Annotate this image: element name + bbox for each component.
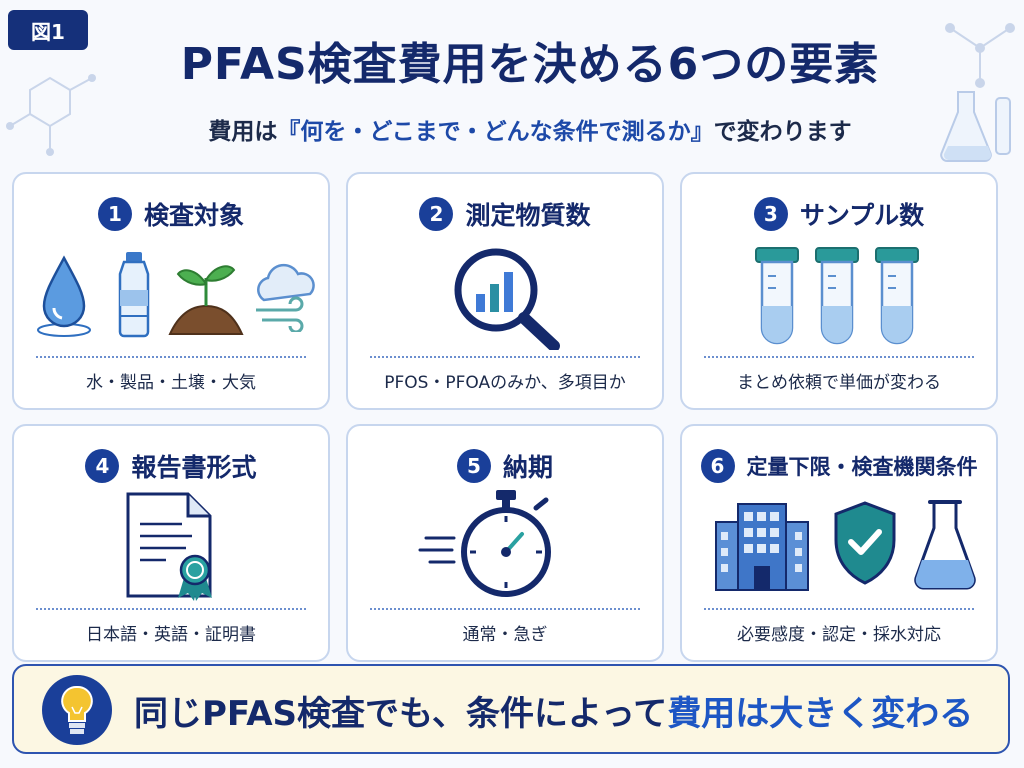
card-title: サンプル数 bbox=[799, 201, 925, 230]
subtitle-highlight: 『何を・どこまで・どんな条件で測るか』 bbox=[277, 119, 714, 145]
lightbulb-icon bbox=[61, 685, 93, 734]
card-title: 定量下限・検査機関条件 bbox=[746, 455, 978, 479]
card-divider bbox=[36, 356, 306, 358]
card-divider bbox=[704, 608, 974, 610]
card-divider bbox=[370, 356, 640, 358]
card-number-badge: 1 bbox=[97, 197, 132, 231]
factor-card-report-format: 4 報告書形式 日本語・英語・証明書 bbox=[12, 424, 330, 662]
subtitle-suffix: で変わります bbox=[713, 119, 852, 145]
figure-label: 図1 bbox=[8, 10, 88, 50]
subtitle-prefix: 費用は bbox=[208, 119, 278, 145]
certificate-document-icon bbox=[126, 492, 212, 601]
conclusion-prefix: 同じPFAS検査でも、条件によって bbox=[134, 693, 668, 734]
card-number-badge: 3 bbox=[753, 197, 788, 231]
card-icons bbox=[14, 246, 328, 346]
card-header: 5 納期 bbox=[348, 446, 662, 486]
soil-sprout-icon bbox=[168, 265, 244, 335]
molecule-decoration-right bbox=[945, 23, 1015, 88]
card-number-badge: 2 bbox=[419, 197, 454, 231]
page-title: PFAS検査費用を決める6つの要素 bbox=[180, 39, 880, 90]
test-tube-icon bbox=[815, 247, 859, 345]
stopwatch-icon bbox=[418, 490, 551, 597]
card-number-badge: 5 bbox=[456, 449, 491, 483]
card-divider bbox=[370, 608, 640, 610]
card-icons bbox=[682, 246, 996, 346]
shield-check-icon bbox=[834, 501, 896, 585]
test-tube-icon bbox=[875, 247, 919, 345]
card-icons bbox=[14, 492, 328, 601]
card-divider bbox=[36, 608, 306, 610]
card-number-badge: 6 bbox=[700, 449, 735, 483]
page-subtitle: 費用は『何を・どこまで・どんな条件で測るか』で変わります bbox=[120, 112, 940, 146]
factor-card-substance-count: 2 測定物質数 PFOS・PFOAのみか、多項目か bbox=[346, 172, 664, 410]
card-header: 3 サンプル数 bbox=[682, 194, 996, 234]
plastic-bottle-icon bbox=[118, 252, 150, 338]
card-icons bbox=[348, 246, 662, 350]
card-footer: 日本語・英語・証明書 bbox=[86, 625, 256, 645]
card-number-badge: 4 bbox=[85, 449, 120, 483]
card-header: 1 検査対象 bbox=[14, 194, 328, 234]
card-title: 報告書形式 bbox=[131, 453, 257, 482]
card-header: 2 測定物質数 bbox=[348, 194, 662, 234]
card-icons bbox=[682, 498, 996, 598]
card-header: 4 報告書形式 bbox=[14, 446, 328, 486]
flask-decoration bbox=[940, 91, 1011, 162]
conclusion-highlight: 費用は大きく変わる bbox=[667, 693, 974, 734]
factor-card-inspection-target: 1 検査対象 水・製品・土壌・大気 bbox=[12, 172, 330, 410]
card-title: 納期 bbox=[502, 453, 553, 482]
card-title: 検査対象 bbox=[143, 201, 244, 230]
conclusion-text: 同じPFAS検査でも、条件によって費用は大きく変わる bbox=[134, 680, 973, 740]
card-title: 測定物質数 bbox=[465, 201, 591, 230]
test-tube-icon bbox=[755, 247, 799, 345]
factor-card-sample-count: 3 サンプル数 まとめ依頼で単価が変わる bbox=[680, 172, 998, 410]
flask-icon bbox=[914, 500, 976, 590]
conclusion-banner: 同じPFAS検査でも、条件によって費用は大きく変わる bbox=[12, 664, 1010, 754]
card-footer: 必要感度・認定・採水対応 bbox=[737, 625, 941, 645]
card-footer: 通常・急ぎ bbox=[462, 625, 548, 645]
air-cloud-icon bbox=[256, 263, 315, 332]
card-footer: PFOS・PFOAのみか、多項目か bbox=[384, 373, 626, 393]
card-icons bbox=[348, 490, 662, 598]
magnifier-chart-icon bbox=[454, 248, 560, 350]
card-footer: 水・製品・土壌・大気 bbox=[86, 373, 256, 393]
card-divider bbox=[704, 356, 974, 358]
lightbulb-badge bbox=[42, 675, 112, 745]
card-header: 6 定量下限・検査機関条件 bbox=[682, 446, 996, 486]
factor-card-quantitation-limit: 6 定量下限・検査機関条件 必要感度・認定・採水対応 bbox=[680, 424, 998, 662]
water-drop-icon bbox=[37, 255, 91, 337]
laboratory-building-icon bbox=[715, 503, 809, 591]
factor-card-delivery-time: 5 納期 通常・急ぎ bbox=[346, 424, 664, 662]
card-footer: まとめ依頼で単価が変わる bbox=[737, 373, 941, 393]
molecule-decoration-left bbox=[6, 74, 96, 156]
